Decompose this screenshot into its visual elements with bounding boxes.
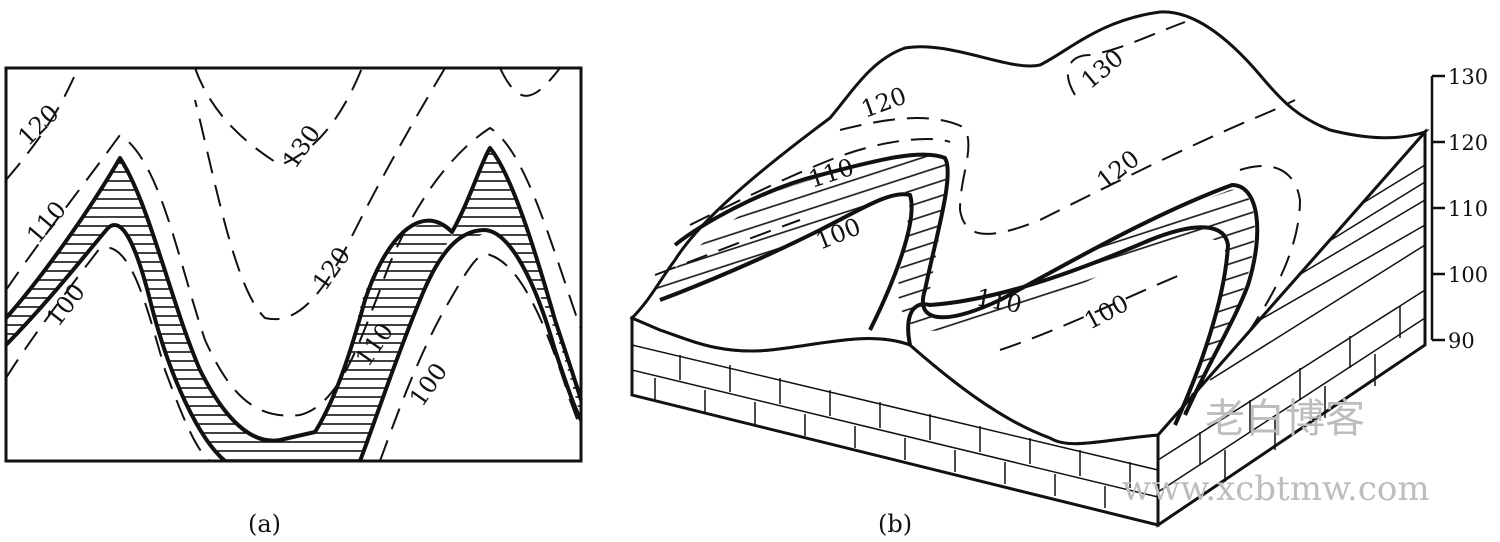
outcrop-band-b-left	[650, 154, 1255, 421]
brick-layers-front	[631, 344, 1159, 508]
panel-a-frame	[4, 66, 583, 463]
outcrop-boundary-lower	[4, 223, 583, 463]
scale-tick-100: 100	[1448, 263, 1488, 287]
contour-130-a	[194, 67, 363, 167]
outcrop-boundary-upper	[4, 146, 583, 443]
watermark-url: www.xcbtmw.com	[1122, 469, 1430, 509]
panel-b-block: 120 130 120 110 100 110 100 130 120 110 …	[629, 10, 1488, 528]
panel-a-map: 120 110 100 130 120 110 100	[4, 66, 583, 463]
contour-100-a	[5, 246, 582, 462]
outcrop-band-right	[452, 150, 581, 420]
elevation-scale: 130 120 110 100 90	[1430, 65, 1488, 353]
scale-tick-120: 120	[1448, 131, 1488, 155]
contour-110-b	[689, 138, 1302, 331]
outcrop-band-left	[6, 160, 452, 461]
contour-100-b	[654, 219, 1181, 351]
scale-tick-110: 110	[1448, 197, 1488, 221]
scale-tick-130: 130	[1448, 65, 1488, 89]
scale-tick-90: 90	[1448, 329, 1475, 353]
contour-130-b	[1066, 21, 1186, 96]
watermark-title: 老白博客	[1205, 396, 1365, 442]
caption-a: (a)	[248, 510, 281, 538]
contour-120-a	[5, 67, 561, 321]
outcrop-boundary-b-lower	[659, 192, 1230, 426]
contour-120-b	[839, 99, 1296, 235]
caption-b: (b)	[878, 510, 912, 538]
outcrop-boundary-b-upper	[673, 152, 1260, 416]
contour-110-a	[5, 126, 582, 417]
